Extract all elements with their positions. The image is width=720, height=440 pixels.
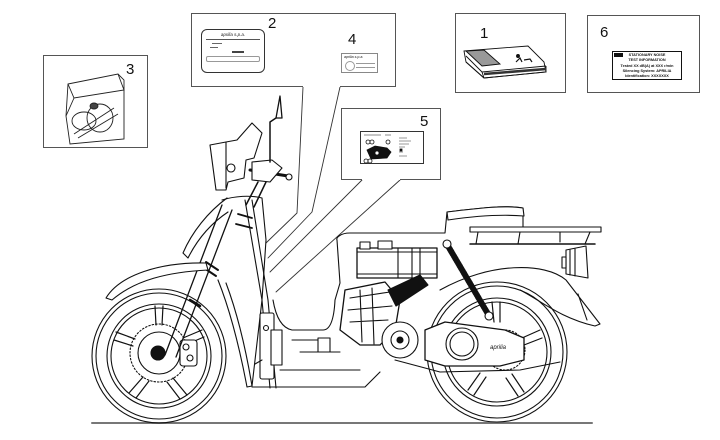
sticker-6-line-4: Silencing System: APRILIA xyxy=(622,68,672,73)
sticker-4-line xyxy=(356,63,375,64)
callout-number-2: 2 xyxy=(268,15,277,32)
intake-hose xyxy=(387,274,429,307)
front-fender xyxy=(105,262,209,301)
handlebar xyxy=(245,159,293,208)
engine xyxy=(339,274,429,359)
information-decal xyxy=(360,131,424,164)
sticker-2-line xyxy=(206,38,260,41)
leader-line-4 xyxy=(267,86,341,259)
sticker-4-line xyxy=(356,67,375,68)
owner-manual-icon xyxy=(463,45,547,79)
headlight xyxy=(226,163,236,173)
sticker-6-line-5: Identification: XXXXXXX xyxy=(625,74,669,79)
callout-box-5: 5 xyxy=(341,108,441,180)
windscreen xyxy=(209,122,263,191)
sticker-6-line-2: TEST INFORMATION xyxy=(628,58,666,63)
cvt-logo: aprilia xyxy=(490,345,507,351)
mirror xyxy=(269,95,283,163)
tool-kit-bag-icon xyxy=(65,73,125,145)
sticker-6-black-bar xyxy=(614,53,623,57)
callout-number-1: 1 xyxy=(480,25,489,42)
tail-light xyxy=(561,245,589,279)
fuel-tank xyxy=(356,240,438,279)
small-identification-sticker: aprilia s.p.a. xyxy=(341,53,378,73)
rear-rack xyxy=(469,226,602,245)
rear-wheel-spokes xyxy=(467,301,543,397)
callout-box-3: 3 xyxy=(43,55,148,148)
front-wheel-spokes xyxy=(113,305,205,400)
callout-box-1: 1 xyxy=(455,13,566,93)
seat xyxy=(446,206,525,221)
front-brake-caliper xyxy=(179,339,198,367)
callout-number-4: 4 xyxy=(348,31,357,48)
floorboard xyxy=(251,239,381,388)
callout-box-6: 6 STATIONARY NOISE TEST INFORMATION Test… xyxy=(587,15,700,93)
front-leg-shield xyxy=(182,197,253,388)
cvt-cover: aprilia xyxy=(424,321,525,367)
regulator-box xyxy=(254,312,283,380)
sticker-6-line-1: STATIONARY NOISE xyxy=(628,53,666,57)
leader-lines xyxy=(265,86,401,293)
rear-shock-absorber xyxy=(442,239,494,321)
rear-fender xyxy=(439,267,601,327)
callout-box-2-bottom-right xyxy=(340,86,396,87)
sticker-2-field xyxy=(206,55,260,62)
sticker-4-brand: aprilia s.p.a. xyxy=(344,55,364,59)
callout-box-5-bottom-left xyxy=(341,179,362,180)
callout-box-2-bottom-left xyxy=(191,86,303,87)
front-wheel xyxy=(91,288,227,424)
front-fork xyxy=(164,204,233,358)
callout-box-2: 2 4 aprilia s.p.a. aprilia s.p.a. xyxy=(191,13,396,87)
callout-number-3: 3 xyxy=(126,61,135,78)
sticker-2-line xyxy=(232,51,244,53)
identification-plate-sticker: aprilia s.p.a. xyxy=(201,29,265,73)
leader-line-2 xyxy=(265,86,304,244)
callout-box-5-bottom-right xyxy=(400,179,441,180)
leader-line-5a xyxy=(269,179,363,273)
sticker-6-line-3: Tested XX dB(A) at XXX r/min xyxy=(620,63,674,68)
sticker-2-line xyxy=(210,47,218,49)
callout-number-6: 6 xyxy=(600,24,609,41)
sticker-2-brand: aprilia s.p.a. xyxy=(220,32,246,37)
callout-number-5: 5 xyxy=(420,113,429,130)
leader-line-5b xyxy=(275,179,401,293)
sticker-2-line xyxy=(212,43,222,45)
exhaust xyxy=(394,359,561,373)
sticker-4-circle xyxy=(345,61,355,71)
noise-test-sticker: STATIONARY NOISE TEST INFORMATION Tested… xyxy=(612,51,682,80)
